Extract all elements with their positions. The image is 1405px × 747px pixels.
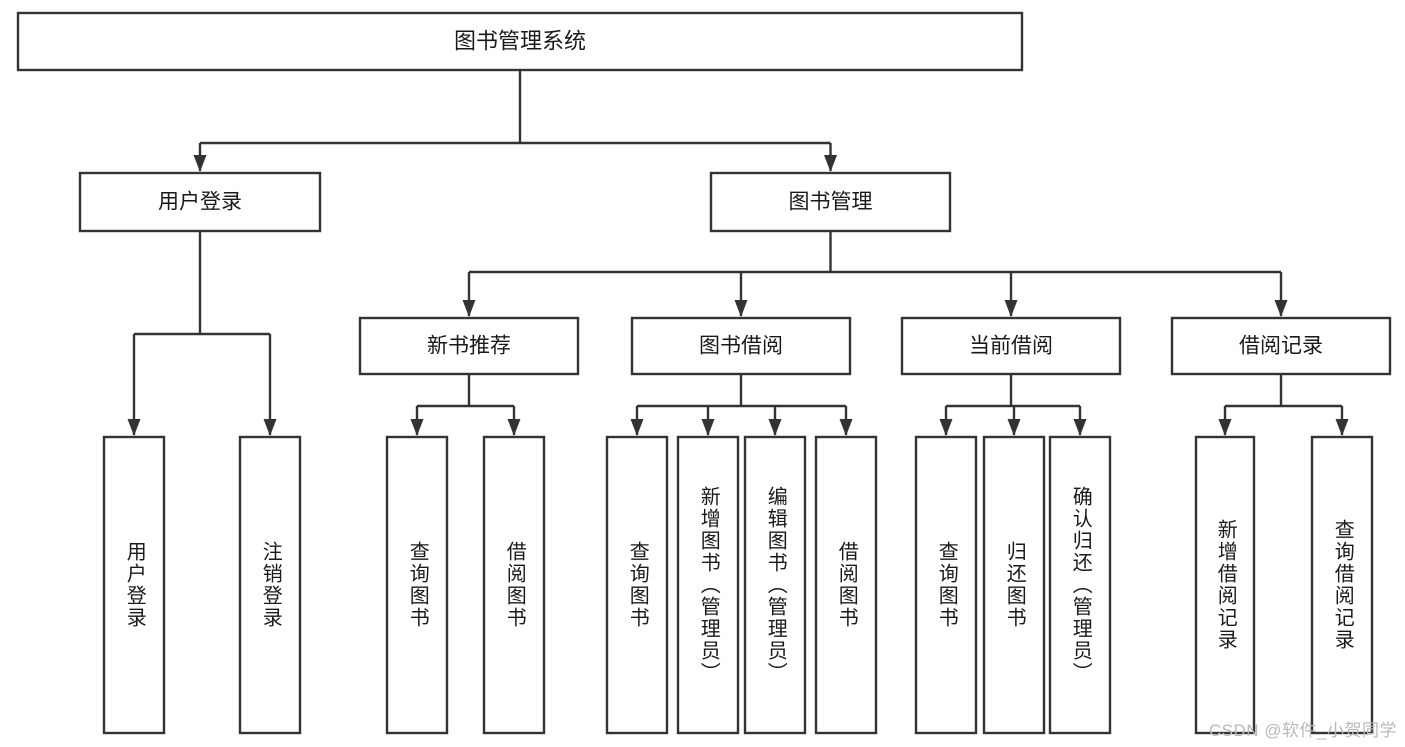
arrow-head-icon (630, 419, 644, 436)
node-leaf-10[interactable] (1048, 435, 1112, 735)
node-level1-1[interactable] (709, 171, 952, 233)
node-leaf-6[interactable] (743, 435, 807, 735)
arrow-head-icon (507, 419, 521, 436)
node-root[interactable] (16, 11, 1024, 72)
arrow-head-icon (1004, 300, 1018, 317)
arrow-head-icon (1335, 419, 1349, 436)
watermark: CSDN @软件_小贺同学 (1208, 721, 1397, 740)
node-leaf-0[interactable] (102, 435, 166, 735)
node-leaf-3[interactable] (482, 435, 546, 735)
node-level2-label-3: 借阅记录 (1239, 335, 1323, 358)
node-leaf-5[interactable] (676, 435, 740, 735)
arrow-head-icon (939, 419, 953, 436)
node-level2-0[interactable] (358, 316, 580, 376)
arrow-head-icon (824, 155, 837, 172)
connector-layer (127, 70, 1349, 436)
arrow-head-icon (701, 419, 715, 436)
arrow-head-icon (193, 155, 207, 172)
node-level2-label-0: 新书推荐 (427, 335, 511, 358)
node-leaf-8[interactable] (914, 435, 978, 735)
node-leaf-11[interactable] (1194, 435, 1256, 735)
node-level1-label-0: 用户登录 (158, 191, 242, 214)
arrow-head-icon (462, 300, 476, 317)
arrow-head-icon (1274, 300, 1288, 317)
node-level2-3[interactable] (1170, 316, 1392, 376)
arrow-head-icon (734, 300, 748, 317)
node-level2-2[interactable] (900, 316, 1122, 376)
node-root-label: 图书管理系统 (454, 28, 586, 53)
node-level2-label-1: 图书借阅 (699, 335, 783, 358)
node-leaf-7[interactable] (814, 435, 878, 735)
node-level2-label-2: 当前借阅 (969, 335, 1053, 358)
arrow-head-icon (1073, 419, 1087, 436)
arrow-head-icon (1007, 419, 1021, 436)
arrow-head-icon (410, 419, 424, 436)
arrow-head-icon (1218, 419, 1232, 436)
node-level2-1[interactable] (630, 316, 852, 376)
node-level1-0[interactable] (78, 171, 322, 233)
arrow-head-icon (263, 419, 277, 436)
arrow-head-icon (839, 419, 853, 436)
node-leaf-1[interactable] (238, 435, 302, 735)
arrow-head-icon (127, 419, 141, 436)
node-leaf-9[interactable] (982, 435, 1046, 735)
arrow-head-icon (768, 419, 782, 436)
node-leaf-2[interactable] (385, 435, 449, 735)
node-level1-label-1: 图书管理 (789, 191, 873, 214)
node-leaf-12[interactable] (1310, 435, 1374, 735)
node-leaf-4[interactable] (605, 435, 669, 735)
box-layer (16, 11, 1392, 735)
